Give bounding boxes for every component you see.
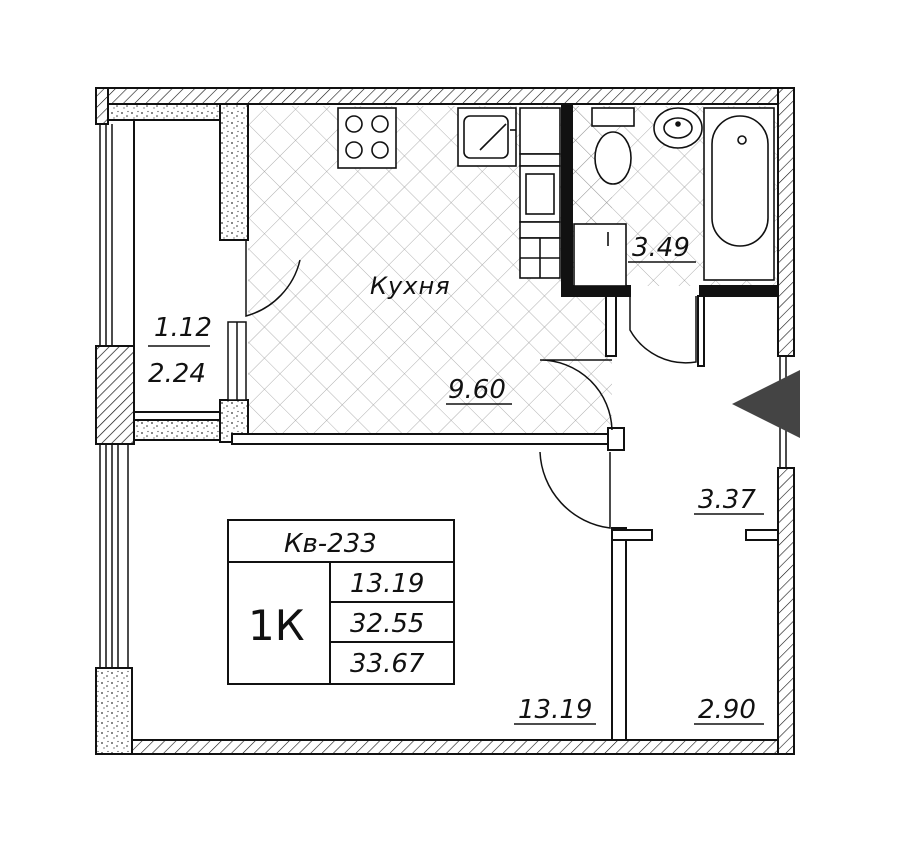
hall-pier <box>605 295 617 357</box>
washbasin-icon <box>653 107 703 149</box>
stamp-total: 32.55 <box>350 609 424 639</box>
left-wall-bottom <box>95 667 133 755</box>
wall-stub <box>607 427 625 451</box>
kitchen-living-wall <box>231 433 615 445</box>
left-wall-top <box>95 87 109 125</box>
doors <box>539 296 697 529</box>
kitchen-fixtures <box>337 107 561 279</box>
kitchen-bath-wall <box>561 103 573 295</box>
stove-icon <box>337 107 397 169</box>
closet-wall <box>611 527 627 741</box>
closet-wall-top-right <box>745 529 779 541</box>
closet-area: 2.90 <box>698 695 756 725</box>
bathroom-door <box>629 296 697 364</box>
cabinets <box>519 107 561 279</box>
toilet-icon <box>591 107 635 185</box>
left-pier <box>95 345 135 445</box>
bath-bottom-wall-left <box>561 285 631 297</box>
bathroom-area: 3.49 <box>632 233 690 263</box>
interior-walls <box>219 103 779 741</box>
closet-wall-top <box>611 529 653 541</box>
stamp-living: 13.19 <box>350 569 424 599</box>
stamp-apartment: Кв-233 <box>284 529 377 559</box>
bathtub-icon <box>703 107 775 281</box>
windows <box>99 124 787 668</box>
living-door <box>539 451 611 529</box>
kitchen-door <box>539 359 613 431</box>
right-wall-lower <box>777 467 795 755</box>
balcony-parapet-top <box>107 103 221 121</box>
right-wall-upper <box>777 87 795 357</box>
hall-area: 3.37 <box>698 485 756 515</box>
bottom-wall <box>103 739 781 755</box>
entrance-arrow-icon <box>732 370 800 438</box>
hall-pier-right <box>697 295 705 367</box>
balcony-area-top: 1.12 <box>154 313 212 343</box>
bathroom-fixtures <box>573 107 775 287</box>
washer-icon <box>573 223 627 287</box>
kitchen-area: 9.60 <box>448 375 506 405</box>
stamp-total-with-balcony: 33.67 <box>350 649 425 679</box>
balcony-area-bottom: 2.24 <box>148 359 206 389</box>
apartment-stamp <box>227 519 455 685</box>
living-area: 13.19 <box>518 695 592 725</box>
kitchen-balcony-wall-upper <box>219 103 249 241</box>
balcony <box>107 103 233 441</box>
area-labels: Кухня 9.60 3.49 1.12 2.24 3.37 13.19 2.9… <box>148 233 764 725</box>
sink-icon <box>457 107 517 167</box>
kitchen-label: Кухня <box>370 272 451 300</box>
balcony-door <box>227 240 301 401</box>
top-wall <box>103 87 795 105</box>
exterior-walls <box>95 87 795 755</box>
bath-bottom-wall-right <box>699 285 779 297</box>
stamp-type: 1К <box>248 601 305 650</box>
balcony-parapet-bottom <box>133 419 233 441</box>
